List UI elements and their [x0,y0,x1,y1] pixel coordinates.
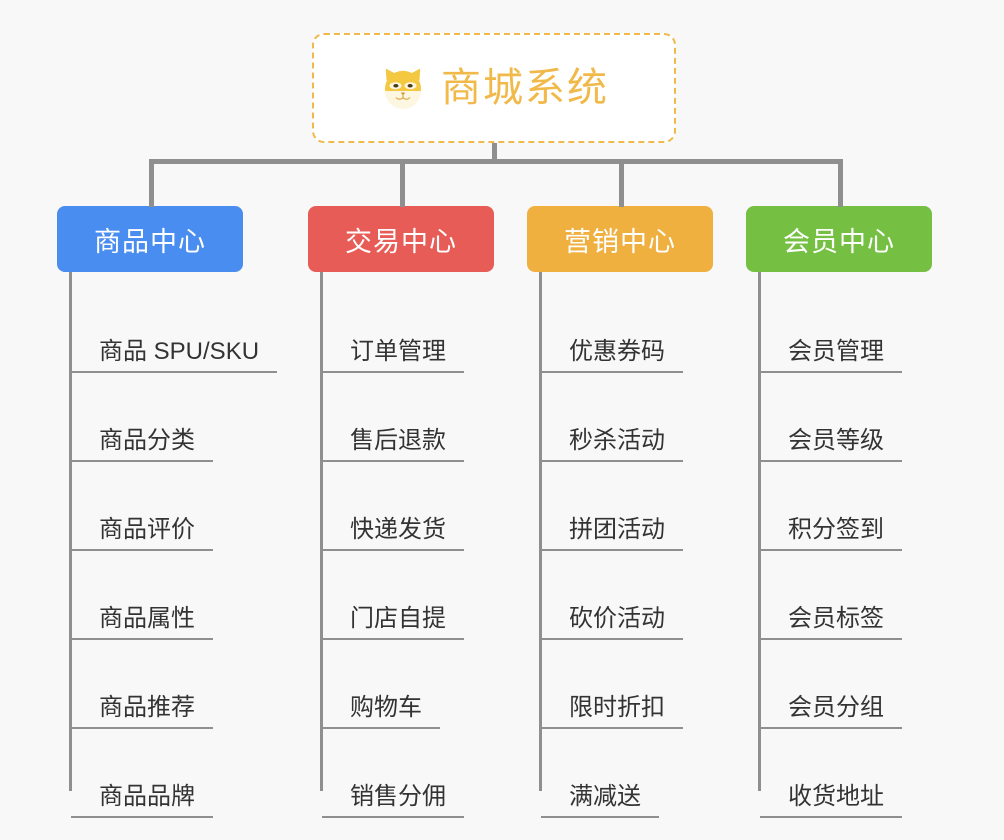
leaf-item-label: 商品属性 [71,605,213,640]
leaf-item[interactable]: 会员等级 [760,373,932,462]
leaf-item[interactable]: 商品分类 [71,373,243,462]
leaf-item-label: 商品 SPU/SKU [71,338,278,373]
leaf-item[interactable]: 积分签到 [760,462,932,551]
branch-header-product-center[interactable]: 商品中心 [57,206,243,272]
branch-leaf-list-member-center: 会员管理会员等级积分签到会员标签会员分组收货地址 [746,272,932,818]
leaf-item[interactable]: 快递发货 [322,462,494,551]
connector-drop-marketing-center [619,159,624,207]
connector-drop-trade-center [400,159,405,207]
leaf-item[interactable]: 商品属性 [71,551,243,640]
leaf-item-label: 会员等级 [760,427,902,462]
leaf-item[interactable]: 会员分组 [760,640,932,729]
branch-product-center: 商品中心商品 SPU/SKU 商品分类商品评价商品属性商品推荐商品品牌 [57,206,278,818]
leaf-item-label: 商品分类 [71,427,213,462]
leaf-item-label: 拼团活动 [541,516,683,551]
leaf-item-label: 商品评价 [71,516,213,551]
leaf-item[interactable]: 砍价活动 [541,551,713,640]
branch-header-label: 商品中心 [94,226,206,257]
leaf-item-label: 满减送 [541,783,659,818]
branch-leaf-list-trade-center: 订单管理售后退款快递发货门店自提购物车销售分佣 [308,272,494,818]
branch-header-label: 营销中心 [564,226,676,257]
branch-header-trade-center[interactable]: 交易中心 [308,206,494,272]
leaf-item-label: 快递发货 [322,516,464,551]
shiba-dog-face-icon [385,68,421,109]
leaf-item-label: 销售分佣 [322,783,464,818]
leaf-item-label: 购物车 [322,694,440,729]
leaf-item[interactable]: 售后退款 [322,373,494,462]
leaf-item-label: 砍价活动 [541,605,683,640]
leaf-item[interactable]: 商品评价 [71,462,243,551]
leaf-item[interactable]: 拼团活动 [541,462,713,551]
leaf-item[interactable]: 销售分佣 [322,729,494,818]
root-title: 商城系统 [441,66,609,110]
leaf-item-label: 积分签到 [760,516,902,551]
leaf-item[interactable]: 订单管理 [322,284,494,373]
leaf-item[interactable]: 商品 SPU/SKU [71,284,278,373]
branch-leaf-list-product-center: 商品 SPU/SKU 商品分类商品评价商品属性商品推荐商品品牌 [57,272,278,818]
branch-member-center: 会员中心会员管理会员等级积分签到会员标签会员分组收货地址 [746,206,932,818]
leaf-item[interactable]: 门店自提 [322,551,494,640]
leaf-item-label: 会员分组 [760,694,902,729]
leaf-item-label: 售后退款 [322,427,464,462]
leaf-item[interactable]: 秒杀活动 [541,373,713,462]
leaf-item-label: 会员管理 [760,338,902,373]
leaf-item[interactable]: 优惠券码 [541,284,713,373]
leaf-item-label: 订单管理 [322,338,464,373]
leaf-item[interactable]: 购物车 [322,640,494,729]
leaf-item[interactable]: 会员管理 [760,284,932,373]
branch-marketing-center: 营销中心优惠券码秒杀活动拼团活动砍价活动限时折扣满减送 [527,206,713,818]
leaf-item[interactable]: 商品品牌 [71,729,243,818]
leaf-item-label: 优惠券码 [541,338,683,373]
branch-leaf-list-marketing-center: 优惠券码秒杀活动拼团活动砍价活动限时折扣满减送 [527,272,713,818]
leaf-item[interactable]: 商品推荐 [71,640,243,729]
leaf-item-label: 门店自提 [322,605,464,640]
leaf-item-label: 商品品牌 [71,783,213,818]
leaf-item[interactable]: 满减送 [541,729,713,818]
leaf-item-label: 限时折扣 [541,694,683,729]
leaf-item-label: 会员标签 [760,605,902,640]
connector-horizontal-bus [149,159,841,164]
branch-header-label: 交易中心 [345,226,457,257]
leaf-item-label: 商品推荐 [71,694,213,729]
leaf-item[interactable]: 收货地址 [760,729,932,818]
leaf-item[interactable]: 会员标签 [760,551,932,640]
branch-header-member-center[interactable]: 会员中心 [746,206,932,272]
leaf-item-label: 收货地址 [760,783,902,818]
branch-header-marketing-center[interactable]: 营销中心 [527,206,713,272]
branch-trade-center: 交易中心订单管理售后退款快递发货门店自提购物车销售分佣 [308,206,494,818]
branch-header-label: 会员中心 [783,226,895,257]
connector-root-stem [492,143,497,161]
connector-drop-member-center [838,159,843,207]
leaf-item-label: 秒杀活动 [541,427,683,462]
root-node[interactable]: 商城系统 [312,33,676,143]
leaf-item[interactable]: 限时折扣 [541,640,713,729]
connector-drop-product-center [149,159,154,207]
